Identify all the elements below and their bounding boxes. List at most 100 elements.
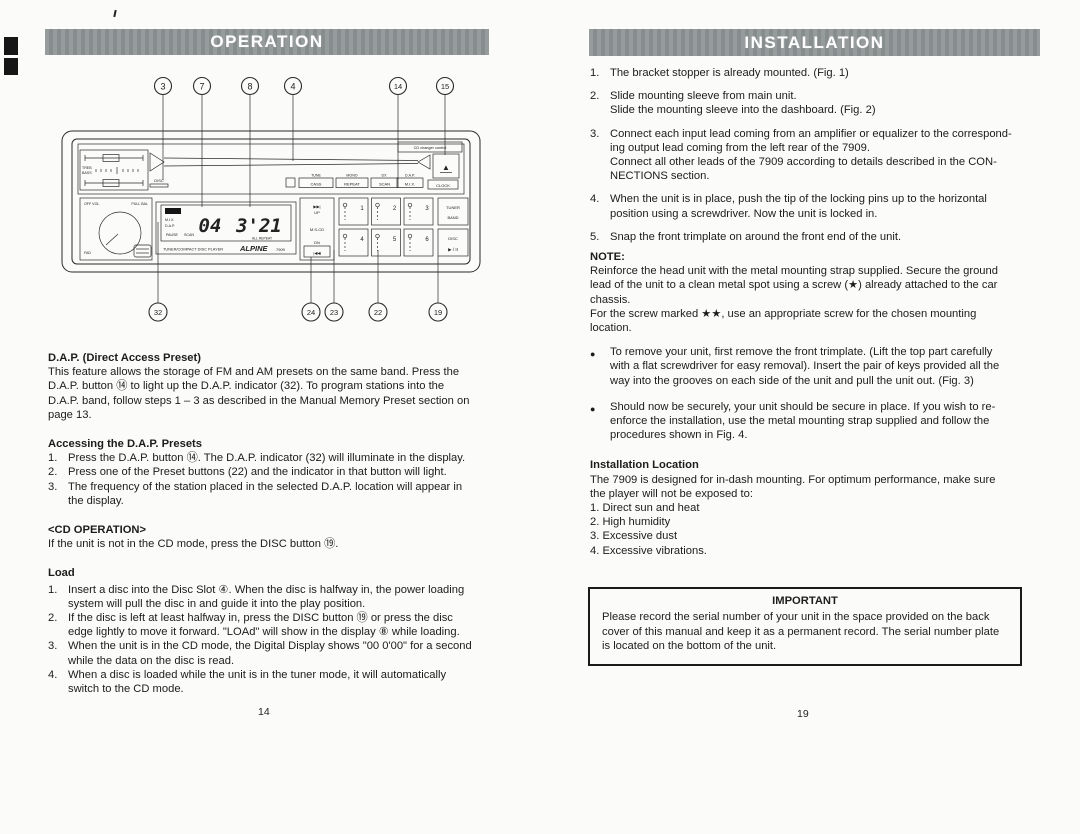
play-pause-icon: ▶ / II [448, 247, 458, 252]
callout-3: 3 [160, 82, 165, 92]
list-item: 1.Press the D.A.P. button ⑭. The D.A.P. … [48, 452, 466, 465]
cd-logo [133, 244, 152, 258]
tone-slider-panel: TREB BASS [79, 149, 149, 191]
stereo-faceplate-diagram: 3 7 8 4 14 15 TREB BASS [61, 76, 481, 322]
scan-artifact [113, 9, 117, 18]
cd-operation-title: <CD OPERATION> [48, 524, 147, 537]
installation-location-title: Installation Location [590, 459, 699, 472]
treb-label: TREB [82, 166, 92, 170]
treble-slider [102, 154, 120, 162]
important-box: IMPORTANT Please record the serial numbe… [588, 587, 1022, 666]
pull-bal-label: PULL BAL [131, 202, 148, 206]
installation-header-bar: INSTALLATION [589, 29, 1040, 56]
installation-location-body: The 7909 is designed for in-dash mountin… [590, 473, 996, 557]
left-page-number: 14 [258, 706, 270, 718]
player-type-label: TUNER/COMPACT DISC PLAYER [163, 247, 223, 252]
note-title: NOTE: [590, 251, 625, 264]
display-mix-indicator: M.I.X. [165, 218, 174, 222]
list-item: 3.When the unit is in the CD mode, the D… [48, 640, 472, 667]
mix-button-label: M.I.X. [405, 182, 415, 187]
disc-slot [149, 152, 431, 172]
scan-button [370, 177, 399, 188]
install-step: 1.The bracket stopper is already mounted… [590, 67, 849, 79]
off-vol-label: OFF VOL [84, 202, 99, 206]
load-title: Load [48, 567, 75, 580]
preset-1: 1 [360, 206, 364, 212]
callout-14: 14 [394, 82, 402, 91]
dap-section-title: D.A.P. (Direct Access Preset) [48, 352, 201, 364]
fad-label: FAD [84, 251, 91, 255]
bullet-icon: ● [590, 349, 596, 360]
bass-label: BASS [82, 171, 92, 175]
tune-label: TUNE [311, 174, 321, 178]
list-item: 3.The frequency of the station placed in… [48, 480, 463, 507]
preset-6: 6 [425, 237, 429, 243]
dap-label: D.A.P. [405, 174, 415, 178]
cd-changer-label-box [397, 141, 463, 153]
important-body: Please record the serial number of your … [602, 611, 1000, 653]
callout-23: 23 [330, 308, 338, 317]
install-step: 3.Connect each input lead coming from an… [590, 127, 1012, 183]
bullet-icon: ● [590, 403, 596, 414]
callout-22: 22 [374, 308, 382, 317]
cass-button-label: CASS [311, 182, 322, 187]
function-button-row: TUNE CASS MONO REPEAT DX SCAN D.A.P. M.I… [285, 174, 459, 190]
list-item: 4.When a disc is loaded while the unit i… [48, 668, 447, 696]
disc-button-label: DISC [448, 236, 458, 241]
device-faceplate: TREB BASS DISC CD changer contr [61, 130, 481, 273]
volume-knob [98, 211, 142, 255]
preset-buttons: 1 2 3 4 5 6 [338, 197, 434, 257]
seek-panel: ▶▶| UP M.S-CD DN |◀◀ [299, 197, 335, 261]
brand-logo: ALPINE [239, 244, 269, 253]
seek-dn-label: DN [314, 240, 320, 245]
tuner-band-button: TUNER BAND [437, 197, 469, 226]
cd-changer-label: CD changer control [414, 146, 447, 150]
volume-knob-panel: OFF VOL PULL BAL FAD [79, 197, 153, 261]
disc-door-button [149, 183, 169, 188]
display-track-number: 04 [199, 215, 222, 237]
dap-section: D.A.P. (Direct Access Preset) This featu… [48, 351, 496, 422]
display-dap-indicator: D.A.P. [165, 224, 175, 228]
display-all-repeat-indicator: ALL REPEAT [252, 237, 272, 241]
display-panel: M.I.X. D.A.P. PAUSE SCAN 04 3'21 ALL REP… [155, 201, 297, 255]
cd-operation-section: <CD OPERATION> If the unit is not in the… [48, 523, 496, 551]
note-section: NOTE: Reinforce the head unit with the m… [590, 250, 1030, 335]
mix-button [396, 177, 424, 188]
eject-button: ▲ [432, 153, 460, 179]
model-number: 7909 [276, 247, 286, 252]
note-bullet: ●To remove your unit, first remove the f… [590, 346, 1000, 387]
band-label: BAND [447, 215, 458, 220]
cass-button [298, 177, 334, 188]
load-section: Load 1.Insert a disc into the Disc Slot … [48, 566, 496, 696]
callouts-top: 3 7 8 4 14 15 [153, 76, 455, 207]
accessing-dap-title: Accessing the D.A.P. Presets [48, 438, 203, 451]
callout-24: 24 [307, 308, 315, 317]
seek-dn-button [303, 245, 331, 258]
callout-8: 8 [247, 82, 252, 92]
installation-location-section: Installation Location The 7909 is design… [590, 458, 1030, 557]
seek-up-icon: ▶▶| [313, 204, 320, 209]
disc-play-pause-button: DISC ▶ / II [437, 228, 469, 257]
install-step: 2.Slide mounting sleeve from main unit. … [590, 90, 876, 117]
tuner-label: TUNER [446, 205, 460, 210]
clock-button-label: CLOCK [436, 183, 450, 188]
preset-4: 4 [360, 237, 364, 243]
display-pause-indicator: PAUSE [166, 233, 179, 237]
seek-dn-icon: |◀◀ [313, 251, 321, 256]
accessing-dap-section: Accessing the D.A.P. Presets 1.Press the… [48, 437, 496, 508]
callout-15: 15 [441, 82, 449, 91]
indicator-lamp [285, 177, 296, 188]
repeat-button [335, 177, 369, 188]
callouts-bottom: 32 24 23 22 19 [148, 222, 448, 322]
operation-text-column: D.A.P. (Direct Access Preset) This featu… [48, 351, 496, 711]
balance-slider [102, 179, 120, 187]
scan-artifact [4, 58, 18, 75]
note-body: Reinforce the head unit with the metal m… [590, 265, 998, 335]
preset-5: 5 [393, 237, 397, 243]
dx-label: DX [382, 174, 388, 178]
clock-button [427, 179, 459, 190]
mono-label: MONO [346, 174, 357, 178]
display-time: 3'21 [235, 215, 282, 237]
callout-7: 7 [199, 82, 204, 92]
